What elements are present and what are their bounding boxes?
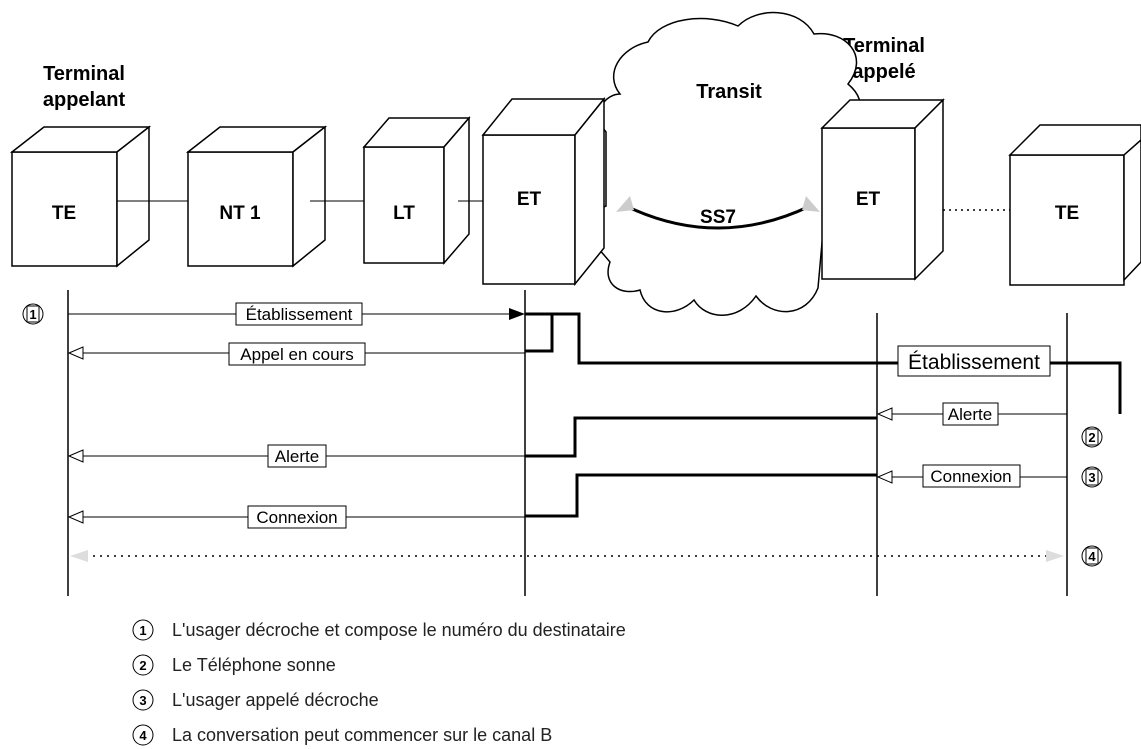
legend-2-text: Le Téléphone sonne — [172, 655, 336, 675]
legend: 1 L'usager décroche et compose le numéro… — [133, 620, 626, 745]
step-marker-3: 3 — [1082, 467, 1102, 487]
ss7-label: SS7 — [700, 207, 736, 228]
legend-2-number: 2 — [139, 658, 146, 673]
legend-item-1: 1 L'usager décroche et compose le numéro… — [133, 620, 626, 640]
transit-label: Transit — [696, 81, 762, 103]
msg-connexion-left-label: Connexion — [256, 508, 337, 527]
msg-alerte-right-label: Alerte — [948, 405, 992, 424]
step-marker-4-number: 4 — [1088, 549, 1096, 564]
legend-1-text: L'usager décroche et compose le numéro d… — [172, 620, 626, 640]
et-left-box: ET — [483, 99, 604, 284]
nt1-label: NT 1 — [219, 203, 261, 224]
te-right-label: TE — [1055, 203, 1079, 224]
nt1-box: NT 1 — [188, 127, 325, 266]
calling-terminal-title-line2: appelant — [43, 89, 126, 111]
et-right-label: ET — [856, 189, 881, 210]
conversation-right-arrowhead — [1046, 550, 1064, 562]
et-right-box: ET — [822, 100, 943, 279]
msg-etablissement-arrowhead — [509, 308, 525, 320]
network-routing — [525, 314, 1120, 516]
lt-box: LT — [364, 118, 469, 263]
msg-connexion-right-label: Connexion — [930, 467, 1011, 486]
legend-item-3: 3 L'usager appelé décroche — [133, 690, 379, 710]
legend-4-text: La conversation peut commencer sur le ca… — [172, 725, 552, 745]
step-marker-2-number: 2 — [1088, 430, 1095, 445]
legend-item-4: 4 La conversation peut commencer sur le … — [133, 725, 552, 745]
step-marker-2: 2 — [1082, 427, 1102, 447]
step-marker-4: 4 — [1082, 546, 1102, 566]
called-terminal-title-line2: appelé — [852, 61, 915, 83]
legend-3-text: L'usager appelé décroche — [172, 690, 379, 710]
legend-1-number: 1 — [139, 623, 146, 638]
te-left-label: TE — [52, 203, 76, 224]
step-marker-1-number: 1 — [29, 307, 36, 322]
step-marker-3-number: 3 — [1088, 470, 1095, 485]
msg-appel-en-cours-label: Appel en cours — [240, 345, 353, 364]
msg-etablissement-label: Établissement — [246, 305, 353, 324]
transit-cloud — [590, 13, 861, 316]
conversation-left-arrowhead — [70, 550, 88, 562]
legend-item-2: 2 Le Téléphone sonne — [133, 655, 336, 675]
msg-etablissement-2-label: Établissement — [908, 351, 1040, 374]
legend-4-number: 4 — [139, 728, 147, 743]
te-right-box: TE — [1010, 125, 1141, 285]
calling-terminal-title-line1: Terminal — [43, 63, 125, 85]
msg-alerte-left-label: Alerte — [275, 447, 319, 466]
te-left-box: TE — [12, 127, 149, 266]
legend-3-number: 3 — [139, 693, 146, 708]
step-marker-1: 1 — [23, 304, 43, 324]
lt-label: LT — [393, 203, 415, 224]
et-left-label: ET — [517, 189, 542, 210]
